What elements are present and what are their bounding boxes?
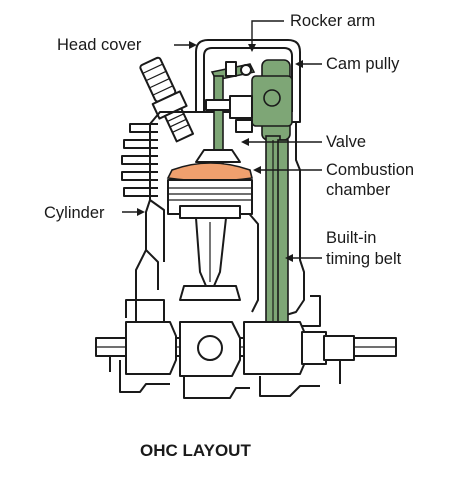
diagram-caption: OHC LAYOUT: [140, 441, 251, 460]
timing-belt: [265, 135, 289, 327]
combustion-chamber: [166, 162, 253, 182]
head-cover-arrow: [189, 41, 197, 49]
label-rocker-arm: Rocker arm: [290, 12, 375, 30]
label-cam-pully: Cam pully: [326, 55, 400, 73]
leader-lines: [122, 20, 322, 262]
label-head-cover: Head cover: [57, 36, 142, 54]
label-timing-line2: timing belt: [326, 250, 402, 268]
label-timing-line1: Built-in: [326, 229, 376, 247]
crankshaft: [95, 321, 397, 399]
label-combustion-line2: chamber: [326, 181, 391, 199]
rocker-arm: [210, 61, 256, 81]
label-cylinder: Cylinder: [44, 204, 105, 222]
connecting-rod: [179, 217, 241, 301]
timing-belt-arrow: [285, 254, 293, 262]
valve-arrow: [241, 138, 249, 146]
label-combustion-line1: Combustion: [326, 161, 414, 179]
piston: [167, 179, 253, 219]
label-valve: Valve: [326, 133, 366, 151]
rocker-arm-arrow: [248, 44, 256, 52]
valve: [195, 75, 253, 169]
cylinder-arrow: [137, 208, 145, 216]
combustion-arrow: [253, 166, 261, 174]
spark-plug: [139, 56, 195, 143]
cooling-fins: [121, 123, 158, 197]
cam-pully-arrow: [295, 60, 303, 68]
